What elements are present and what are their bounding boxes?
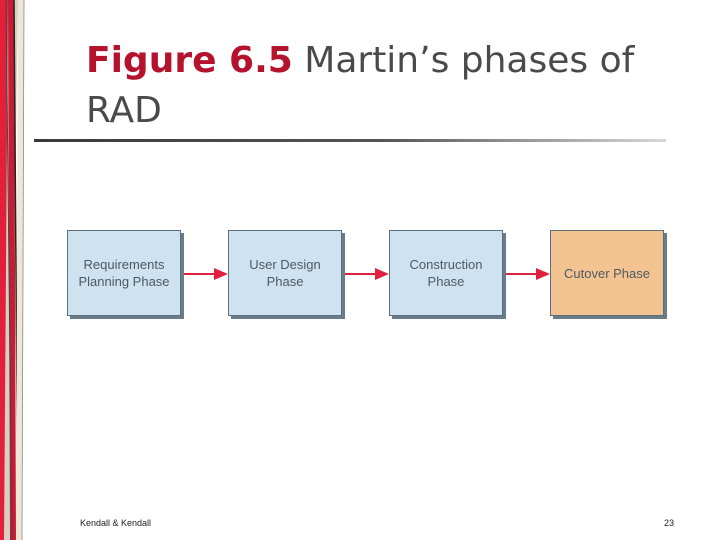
figure-label: Figure 6.5: [86, 40, 293, 81]
phase-box-construction: Construction Phase: [389, 230, 503, 316]
page-number: 23: [664, 518, 675, 528]
phase-label: Construction Phase: [409, 257, 483, 289]
arrow-right-icon: [184, 268, 228, 280]
page-title: Figure 6.5 Martin’s phases of RAD: [86, 36, 686, 136]
arrow-right-icon: [345, 268, 389, 280]
phase-label: User Design Phase: [249, 257, 321, 289]
phase-box-cutover: Cutover Phase: [550, 230, 664, 316]
phase-label: Cutover Phase: [564, 265, 650, 281]
arrow-right-icon: [506, 268, 550, 280]
figure-title-text: Martin’s phases of RAD: [86, 40, 635, 131]
left-decorative-stripe: [0, 0, 30, 540]
title-divider: [34, 139, 666, 142]
phase-box-requirements-planning: Requirements Planning Phase: [67, 230, 181, 316]
phase-box-user-design: User Design Phase: [228, 230, 342, 316]
phase-label: Requirements Planning Phase: [78, 257, 170, 289]
footer-author: Kendall & Kendall: [80, 518, 152, 528]
